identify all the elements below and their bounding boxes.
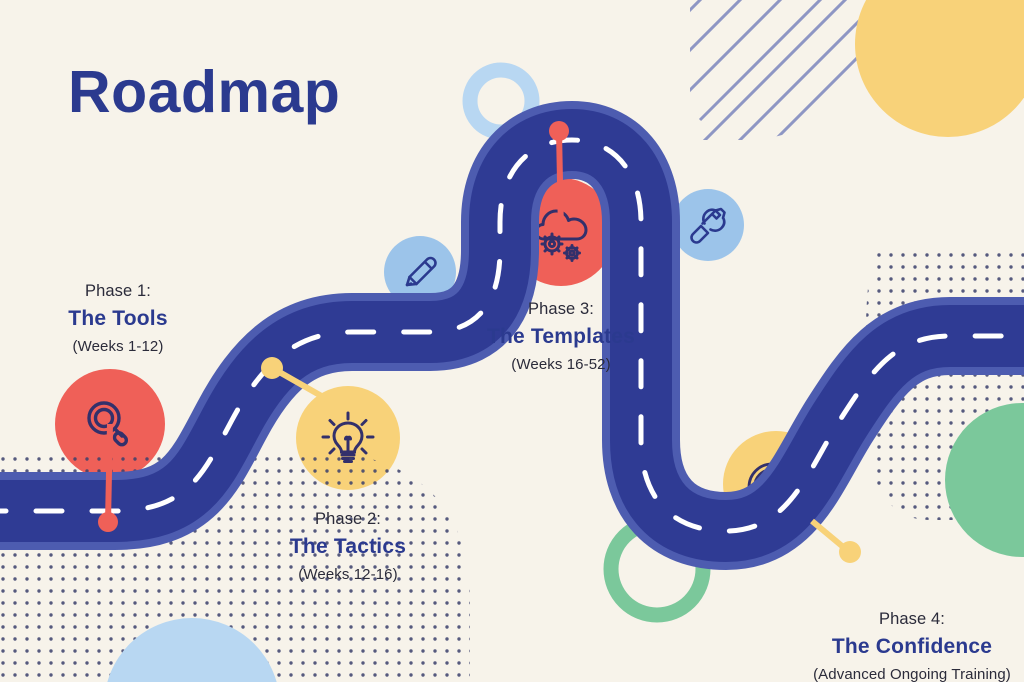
pencil-icon [400,252,440,292]
phase-4-connector [810,518,861,563]
road-center-dashes [0,137,1024,534]
phase-3-connector [549,121,569,233]
phase-2-connector [261,357,334,405]
decor-wrench-badge [672,189,744,261]
decor-circle-green-right [945,403,1024,557]
phase-1-connector [98,423,118,532]
magnifier-icon [80,394,140,454]
wrench-icon [688,205,728,245]
decor-circle-blue-bottomleft [107,618,277,682]
decor-circle-yellow-topright [855,0,1024,137]
